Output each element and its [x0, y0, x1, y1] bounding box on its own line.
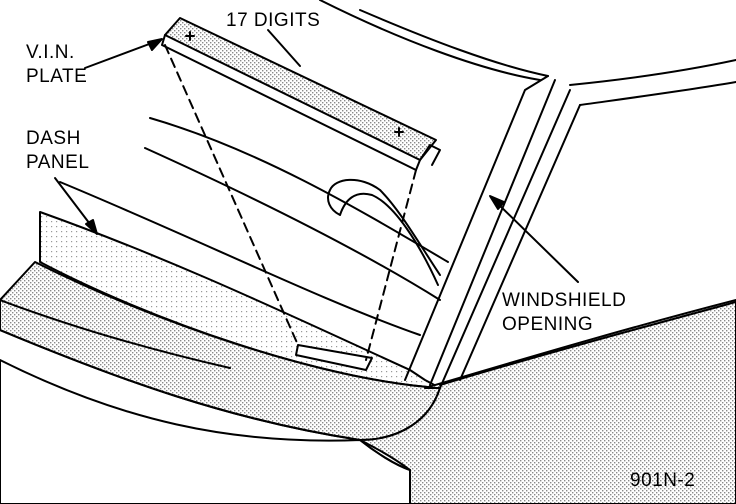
- dash-contour-1: [149, 117, 449, 263]
- vin-plate-leader: [84, 39, 161, 69]
- windshield-top-edge: [319, 0, 541, 81]
- door-frame-pillar: [459, 104, 581, 381]
- vin-plate-label-line2: PLATE: [26, 66, 88, 87]
- vin-plate-mounted: [295, 344, 373, 371]
- fender-edge: [359, 439, 411, 504]
- dash-contour-3: [59, 181, 421, 336]
- vin-plate-arrowhead: [147, 38, 163, 51]
- projection-lines: [164, 44, 417, 361]
- digits-leader: [267, 29, 301, 67]
- cowl-edge: [439, 301, 736, 386]
- door-frame-top: [569, 59, 736, 86]
- vin-plate-edge: [161, 34, 421, 171]
- door-frame-top-inner: [579, 81, 736, 106]
- digits-label: 17 DIGITS: [226, 10, 321, 31]
- dash-panel-lower-edge: [0, 299, 231, 369]
- windshield-label-line1: WINDSHIELD: [502, 290, 627, 311]
- dash-contour-2: [144, 147, 441, 301]
- vin-plate-clip: [419, 144, 441, 166]
- windshield-arrowhead: [489, 195, 505, 210]
- vin-plate-exploded: [164, 17, 437, 161]
- windshield-gasket: [327, 178, 441, 286]
- vin-plate-label-line1: V.I.N.: [26, 42, 75, 63]
- rivet-right: [394, 127, 404, 137]
- a-pillar-inner: [429, 79, 556, 386]
- a-pillar-outer: [404, 75, 549, 381]
- dash-panel-arrowhead: [85, 219, 98, 235]
- windshield-label-line2: OPENING: [502, 314, 594, 335]
- a-pillar-inner-2: [439, 89, 571, 389]
- figure-code: 901N-2: [630, 470, 696, 491]
- windshield-leader: [491, 197, 579, 283]
- dash-panel-label-line1: DASH: [26, 128, 81, 149]
- rivet-left: [185, 31, 195, 41]
- windshield-top-edge-inner: [359, 9, 549, 77]
- dash-panel-label-line2: PANEL: [26, 152, 90, 173]
